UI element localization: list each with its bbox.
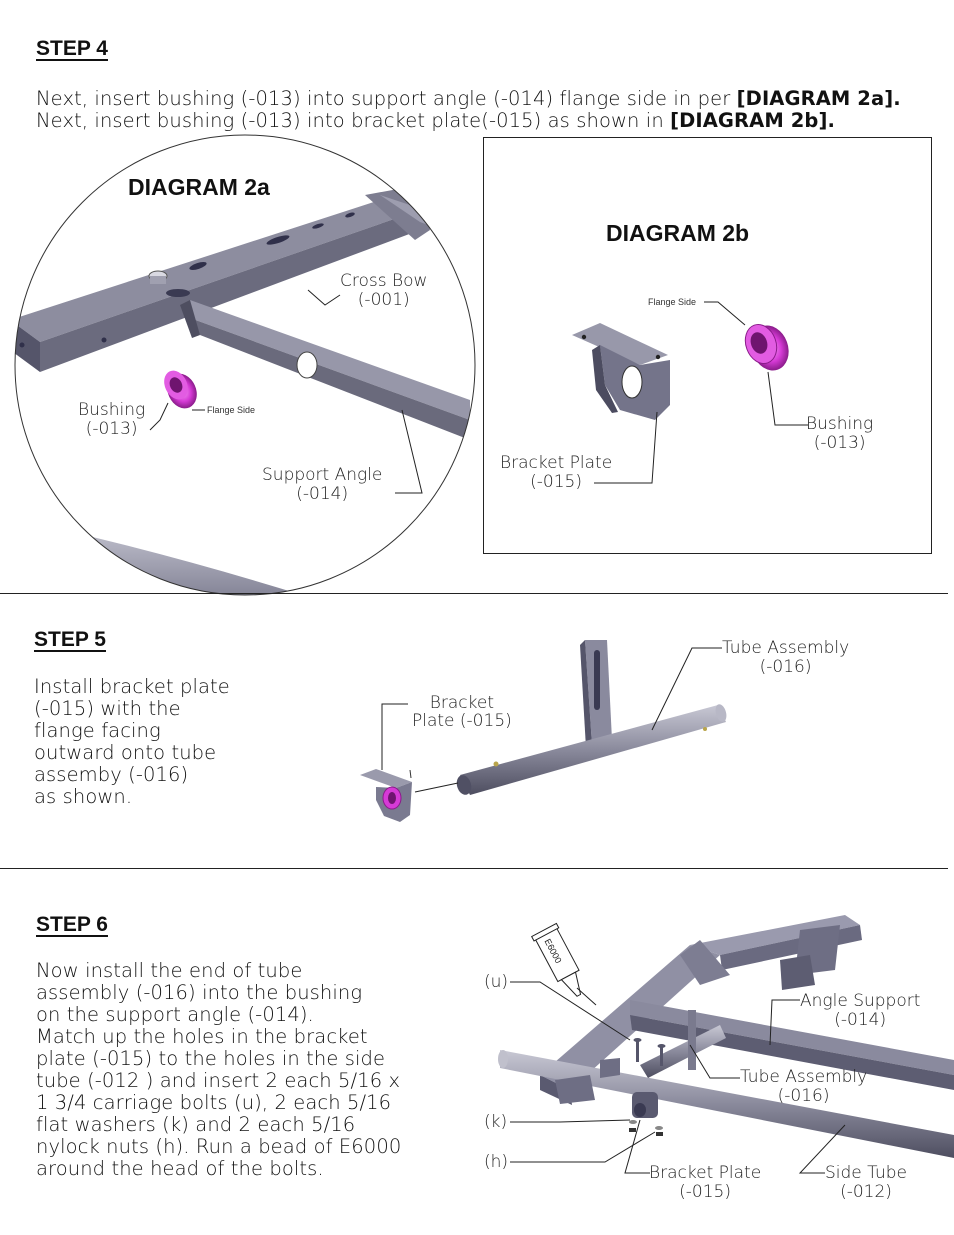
support-angle-label: Support Angle (-014) xyxy=(262,466,382,504)
diagram-2a-title: DIAGRAM 2a xyxy=(128,174,270,200)
e6000-tube-icon xyxy=(531,922,582,997)
bracket-plate-5-label: Bracket Plate (-015) xyxy=(412,694,512,730)
u-label: (u) xyxy=(484,972,509,992)
diagram-2b-box xyxy=(483,137,932,554)
step4-line2: Next, insert bushing (-013) into bracket… xyxy=(36,110,901,132)
step5-line-2: (-015) with the xyxy=(34,697,181,720)
bushing-2b-name: Bushing xyxy=(806,414,874,434)
bracket-plate-6-part-number: (-015) xyxy=(679,1182,732,1202)
step4-instructions: Next, insert bushing (-013) into support… xyxy=(36,88,901,132)
cross-bow-part-number: (-001) xyxy=(357,290,410,310)
angle-support-label: Angle Support (-014) xyxy=(800,992,920,1030)
step5-line-4: outward onto tube xyxy=(34,741,217,764)
bracket-plate-6-label: Bracket Plate (-015) xyxy=(649,1164,761,1202)
diagram-2b-title: DIAGRAM 2b xyxy=(606,220,750,246)
k-label: (k) xyxy=(484,1112,508,1132)
step6-line-6: tube (-012 ) and insert 2 each 5/16 x xyxy=(36,1069,401,1092)
bracket-plate-5-part-number: Plate (-015) xyxy=(412,711,512,731)
side-tube-label: Side Tube (-012) xyxy=(825,1164,907,1202)
bracket-plate-5-name: Bracket xyxy=(429,693,495,713)
step6-line-9: nylock nuts (h). Run a bead of E6000 xyxy=(36,1135,402,1158)
angle-support-name: Angle Support xyxy=(800,991,921,1011)
step5-line-6: as shown. xyxy=(34,785,133,808)
step6-line-1: Now install the end of tube xyxy=(36,959,303,982)
tube-assembly-6-name: Tube Assembly xyxy=(740,1067,868,1087)
bushing-2b-part-number: (-013) xyxy=(813,433,866,453)
step5-line-1: Install bracket plate xyxy=(34,675,230,698)
bushing-2a-icon xyxy=(164,370,197,409)
step4-title: STEP 4 xyxy=(36,37,108,60)
bracket-plate-5-icon xyxy=(360,769,412,822)
bushing-2a-label: Bushing (-013) xyxy=(78,401,145,439)
bushing-2b-icon xyxy=(744,324,789,371)
step6-line-3: on the support angle (-014). xyxy=(36,1003,314,1026)
tube-assembly-5-part-number: (-016) xyxy=(759,657,812,677)
bracket-plate-2b-icon xyxy=(572,323,670,420)
step4-line2-text: Next, insert bushing (-013) into bracket… xyxy=(36,109,671,132)
step6-line-8: flat washers (k) and 2 each 5/16 xyxy=(36,1113,356,1136)
step5-instructions: Install bracket plate (-015) with the fl… xyxy=(34,676,230,808)
flange-side-2b-label: Flange Side xyxy=(648,297,697,307)
bushing-2a-name: Bushing xyxy=(78,400,146,420)
cross-bow-name: Cross Bow xyxy=(340,271,428,291)
bushing-2a-part-number: (-013) xyxy=(85,419,138,439)
step5-title: STEP 5 xyxy=(34,628,106,651)
bushing-2b-label: Bushing (-013) xyxy=(806,415,873,453)
bracket-plate-2b-name: Bracket Plate xyxy=(500,453,613,473)
bracket-plate-2b-label: Bracket Plate (-015) xyxy=(500,454,612,492)
bracket-plate-2b-part-number: (-015) xyxy=(530,472,583,492)
divider-step4 xyxy=(0,593,948,594)
step6-line-4: Match up the holes in the bracket xyxy=(36,1025,368,1048)
step5-line-5: assemby (-016) xyxy=(34,763,189,786)
step4-line1: Next, insert bushing (-013) into support… xyxy=(36,88,901,110)
step6-line-5: plate (-015) to the holes in the side xyxy=(36,1047,386,1070)
step6-line-10: around the head of the bolts. xyxy=(36,1157,324,1180)
cross-bow-label: Cross Bow (-001) xyxy=(340,272,427,310)
side-tube-name: Side Tube xyxy=(825,1163,907,1183)
step4-line1-text: Next, insert bushing (-013) into support… xyxy=(36,87,737,110)
support-angle-part-number: (-014) xyxy=(296,484,349,504)
tube-assembly-6-part-number: (-016) xyxy=(777,1086,830,1106)
diagram-2a-ref: [DIAGRAM 2a]. xyxy=(736,87,901,110)
tube-assembly-6-label: Tube Assembly (-016) xyxy=(740,1068,867,1106)
tube-assembly-5-name: Tube Assembly xyxy=(722,638,850,658)
tube-assembly-5-label: Tube Assembly (-016) xyxy=(722,639,849,677)
diagram-2b-ref: [DIAGRAM 2b]. xyxy=(670,109,835,132)
support-angle-name: Support Angle xyxy=(262,465,383,485)
step6-line-2: assembly (-016) into the bushing xyxy=(36,981,363,1004)
step6-instructions: Now install the end of tube assembly (-0… xyxy=(36,960,401,1180)
flange-side-2a-label: Flange Side xyxy=(207,405,256,415)
step5-line-3: flange facing xyxy=(34,719,161,742)
divider-step5 xyxy=(0,868,948,869)
step6-line-7: 1 3/4 carriage bolts (u), 2 each 5/16 xyxy=(36,1091,392,1114)
h-label: (h) xyxy=(484,1152,509,1172)
bracket-plate-6-name: Bracket Plate xyxy=(649,1163,762,1183)
step6-title: STEP 6 xyxy=(36,913,108,936)
angle-support-part-number: (-014) xyxy=(834,1010,887,1030)
side-tube-part-number: (-012) xyxy=(840,1182,892,1202)
